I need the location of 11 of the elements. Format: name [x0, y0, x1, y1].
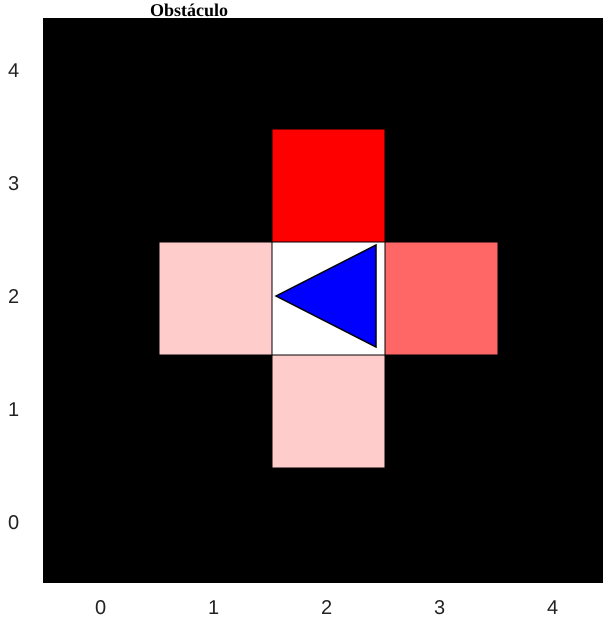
x-tick-label: 4: [547, 596, 558, 620]
y-tick-label: 4: [8, 59, 20, 83]
x-tick-label: 0: [95, 596, 106, 620]
y-tick-label: 2: [8, 285, 20, 309]
y-tick-label: 3: [8, 172, 20, 196]
x-tick-label: 3: [434, 596, 446, 620]
y-tick-label: 1: [8, 398, 20, 422]
x-tick-label: 2: [321, 596, 332, 620]
y-tick-label: 0: [8, 511, 20, 535]
plot-title: Obstáculo: [150, 0, 228, 20]
x-tick-label: 1: [208, 596, 220, 620]
